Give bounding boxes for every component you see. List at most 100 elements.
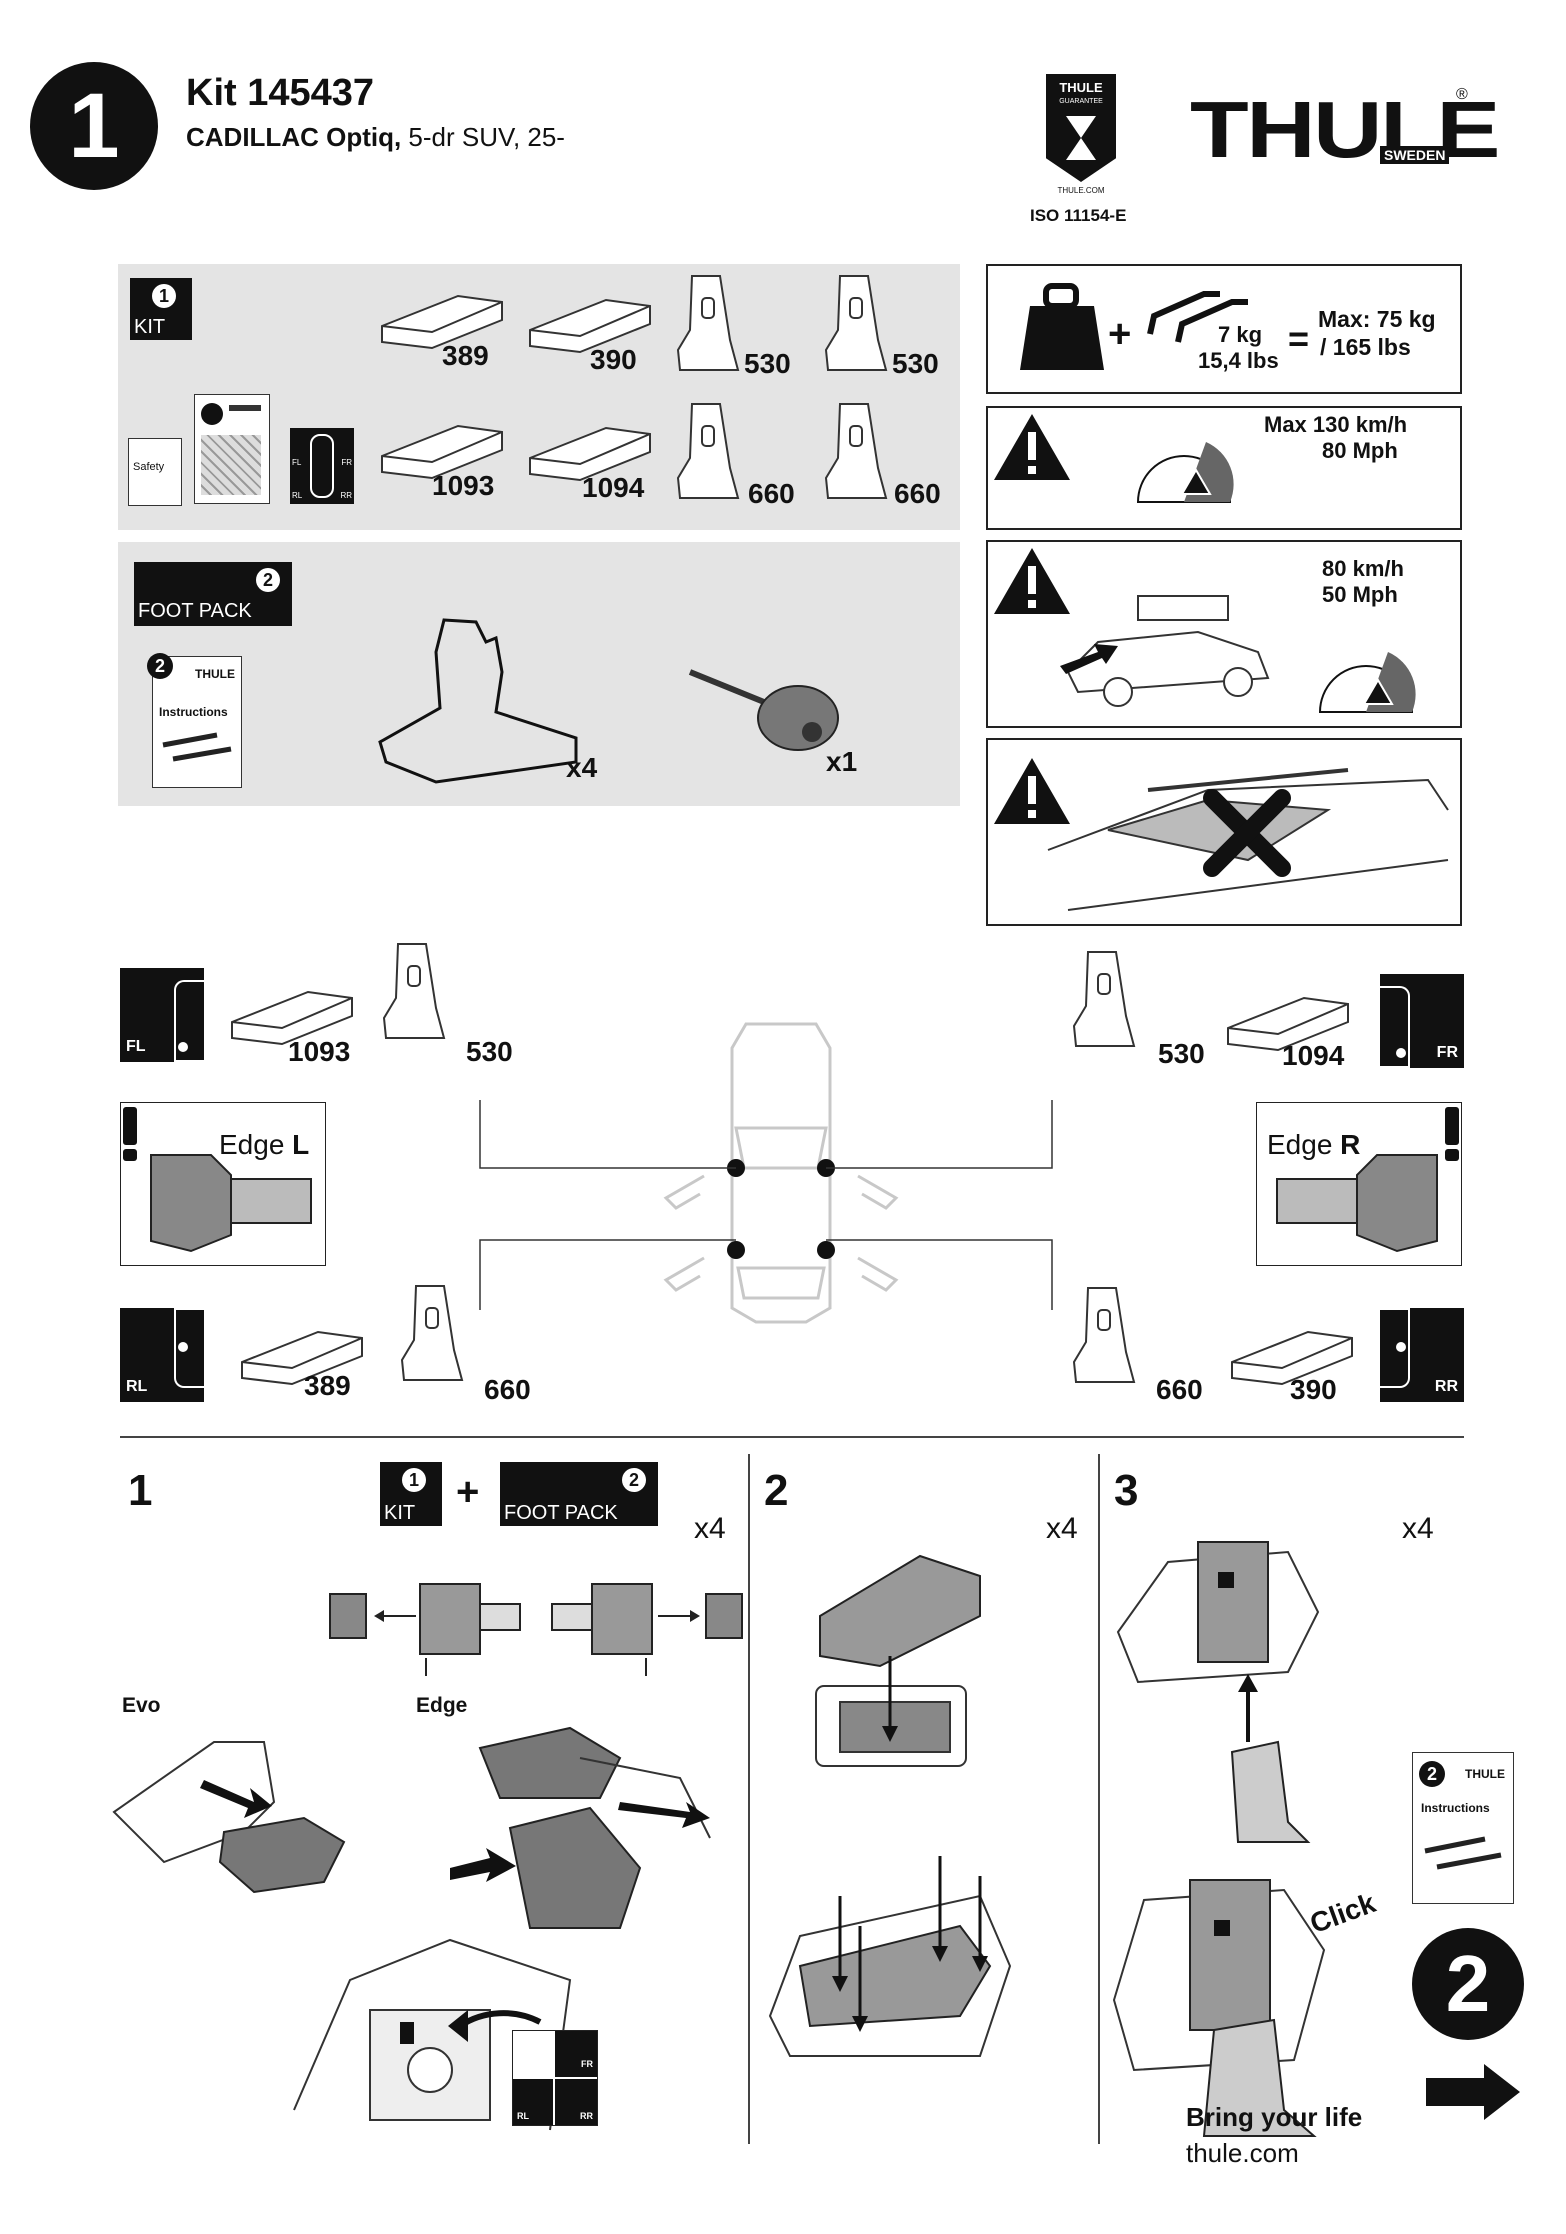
- foot-530-icon: [676, 275, 740, 371]
- weight-icon: [1020, 283, 1104, 370]
- max-speed-mph: 80 Mph: [1322, 438, 1398, 463]
- part-389: 389: [442, 340, 489, 371]
- thule-logo: THULE SWEDEN ®: [1190, 85, 1500, 174]
- tagline: Bring your life: [1186, 2102, 1363, 2132]
- fr-foot-number: 530: [1158, 1038, 1205, 1069]
- car-top-view-icon: [663, 1022, 899, 1324]
- foot-pad-outline-icon: [378, 618, 578, 784]
- rr-foot-number: 660: [1156, 1374, 1203, 1405]
- edge-l-label: Edge L: [219, 1129, 310, 1160]
- edge-assembly-icon: [450, 1726, 711, 1929]
- torque-tool-icon: [688, 669, 839, 751]
- pad-1093-icon: [231, 990, 353, 1046]
- corner-rl-box: RL: [120, 1308, 204, 1402]
- foot-pack-badge: 2 FOOT PACK: [134, 562, 292, 626]
- foot-660-icon: [1072, 1287, 1136, 1383]
- step-1-foot-pack-badge: 2 FOOT PACK: [500, 1462, 658, 1526]
- pad-1094-icon: [1227, 996, 1349, 1052]
- step-1-kit-badge: 1 KIT: [380, 1462, 442, 1526]
- corner-map: FL FR RL RR: [290, 428, 354, 504]
- rl-foot-number: 660: [484, 1374, 531, 1405]
- step-3-qty: x4: [1402, 1512, 1434, 1545]
- pad-389-icon: [241, 1330, 363, 1386]
- foot-530-icon: [1072, 951, 1136, 1047]
- edge-l-box: Edge L: [120, 1102, 326, 1266]
- pad-1094-icon: [529, 426, 651, 482]
- corner-rr-box: RR: [1380, 1308, 1464, 1402]
- max-speed-panel: Max 130 km/h 80 Mph: [986, 406, 1462, 530]
- edge-r-label: Edge R: [1267, 1129, 1361, 1160]
- part-1093: 1093: [432, 470, 495, 501]
- edge-r-box: Edge R: [1256, 1102, 1462, 1266]
- pad-insert-icon: [815, 1554, 981, 1767]
- pad-press-icon: [768, 1856, 1012, 2057]
- foot-pack-foot-qty: x4: [566, 752, 598, 783]
- loaded-speed-panel: 80 km/h 50 Mph: [986, 540, 1462, 728]
- edge-r-alert-icon: [1445, 1107, 1459, 1145]
- step-2-qty: x4: [1046, 1512, 1078, 1545]
- warning-triangle-icon: [994, 758, 1070, 824]
- no-roof-load-panel: [986, 738, 1462, 926]
- next-instructions-sheet: 2 THULE Instructions: [1412, 1752, 1514, 1904]
- edge-r-alert-dot: [1445, 1149, 1459, 1161]
- step-divider-1: [748, 1454, 750, 2144]
- foot-530-b-icon: [824, 275, 888, 371]
- load-bars-icon: [1147, 291, 1248, 343]
- corner-fr-box: FR: [1380, 974, 1464, 1068]
- rl-pad-number: 389: [304, 1370, 351, 1401]
- safety-booklet: Safety: [128, 438, 182, 506]
- warning-triangle-icon: [994, 548, 1070, 614]
- step-2-number: 2: [764, 1466, 789, 1515]
- plus-sign: +: [1108, 312, 1132, 356]
- part-660: 660: [748, 478, 795, 509]
- roof-bars-icon: [1424, 1836, 1502, 1870]
- speedometer-icon: [1136, 442, 1234, 503]
- leader-lines: [479, 1100, 1053, 1310]
- bar-weight-kg: 7 kg: [1218, 322, 1263, 347]
- step-1-qty: x4: [694, 1512, 726, 1545]
- evo-label: Evo: [122, 1694, 161, 1717]
- vehicle-model: CADILLAC Optiq,: [186, 122, 402, 152]
- foot-pack-tool-qty: x1: [826, 746, 858, 777]
- section-divider: [120, 1436, 1464, 1438]
- pad-390-icon: [1231, 1330, 1353, 1386]
- pad-390-icon: [529, 298, 651, 354]
- instruction-sheet: [194, 394, 270, 504]
- foot-slide-icon: [1116, 1541, 1320, 1843]
- equals-sign: =: [1288, 318, 1310, 359]
- evo-assembly-icon: [112, 1741, 346, 1894]
- website-link[interactable]: thule.com: [1186, 2138, 1299, 2168]
- step-1-number: 1: [128, 1466, 153, 1515]
- fl-foot-number: 530: [466, 1036, 513, 1067]
- foot-click-icon: [1112, 1879, 1326, 2137]
- step-1-plus: +: [456, 1470, 480, 1514]
- cross-icon: [1203, 789, 1291, 877]
- part-390: 390: [590, 344, 637, 375]
- vehicle-line: CADILLAC Optiq, 5-dr SUV, 25-: [186, 122, 565, 153]
- car-with-load-icon: [1060, 595, 1270, 707]
- foot-660-icon: [676, 403, 740, 499]
- arrow-right-icon[interactable]: [1424, 2062, 1524, 2122]
- speedometer-icon: [1318, 652, 1416, 713]
- iso-standard: ISO 11154-E: [1030, 206, 1127, 225]
- edge-foot-r-icon: [1276, 1154, 1438, 1253]
- step-divider-2: [1098, 1454, 1100, 2144]
- vehicle-details: 5-dr SUV, 25-: [401, 122, 565, 152]
- edge-l-alert-icon: [123, 1107, 137, 1145]
- loaded-speed-mph: 50 Mph: [1322, 582, 1398, 607]
- roof-bars-icon: [162, 732, 232, 762]
- edge-l-alert-dot: [123, 1149, 137, 1161]
- load-limit-panel: + 7 kg 15,4 lbs = Max: 75 kg / 165 lbs: [986, 264, 1462, 394]
- loaded-speed-kmh: 80 km/h: [1322, 556, 1404, 581]
- next-step-badge[interactable]: 2: [1412, 1928, 1524, 2040]
- max-speed-kmh: Max 130 km/h: [1264, 412, 1408, 437]
- kit-title: Kit 145437: [186, 72, 375, 114]
- part-530: 530: [744, 348, 791, 379]
- part-660-b: 660: [894, 478, 941, 509]
- fr-pad-number: 1094: [1282, 1040, 1345, 1071]
- foot-rotate-icon: [293, 1938, 572, 2131]
- step-badge: 1: [30, 62, 158, 190]
- edge-label: Edge: [416, 1694, 468, 1717]
- edge-foot-l-icon: [150, 1154, 312, 1253]
- foot-660-icon: [400, 1285, 464, 1381]
